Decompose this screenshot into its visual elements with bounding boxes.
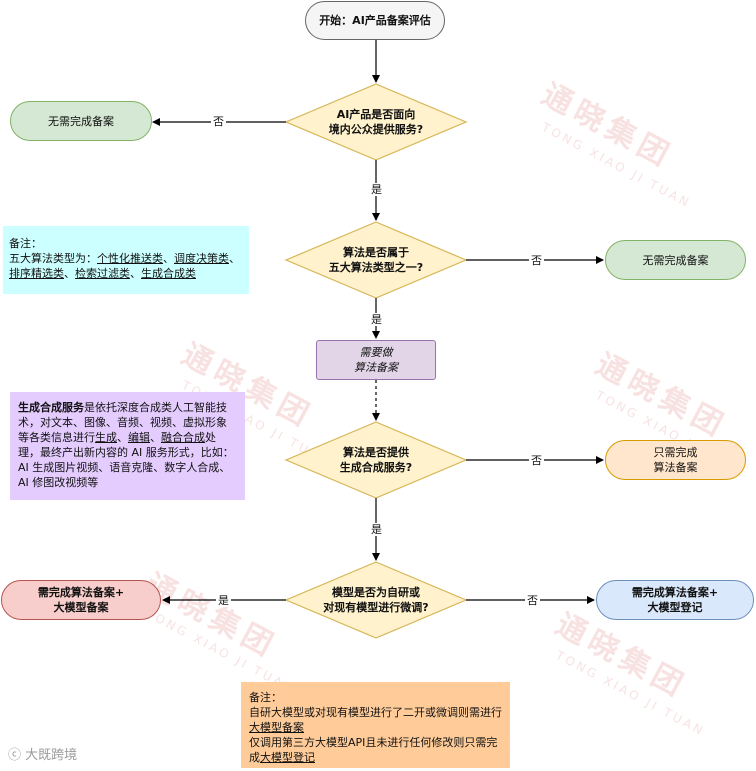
edge-label-q1-yes: 是 bbox=[369, 183, 384, 196]
decision-q4-line1: 模型是否为自研或 bbox=[331, 586, 420, 599]
decision-q4-line2: 对现有模型进行微调? bbox=[323, 601, 429, 614]
algo-type-personalized: 个性化推送类 bbox=[97, 252, 163, 265]
note-model-link1: 大模型备案 bbox=[249, 721, 304, 734]
decision-q1-line2: 境内公众提供服务? bbox=[328, 123, 424, 136]
note-model-line2: 仅调用第三方大模型API且未进行任何修改则只需完成大模型登记 bbox=[249, 735, 502, 765]
decision-q1-line1: AI产品是否面向 bbox=[336, 108, 416, 121]
algo-sep: 、 bbox=[229, 252, 240, 265]
note-generative-k3: 融合合成 bbox=[161, 431, 205, 444]
note-model-filing: 备注： 自研大模型或对现有模型进行了二开或微调则需进行大模型备案 仅调用第三方大… bbox=[241, 682, 510, 768]
decision-q2-line2: 五大算法类型之一? bbox=[328, 261, 424, 274]
footer-logo-icon: ⓒ bbox=[8, 748, 22, 763]
outcome-only-algo-line2: 算法备案 bbox=[653, 461, 698, 474]
note-generative-k1: 生成 bbox=[95, 431, 117, 444]
note-algo-prefix: 五大算法类型为： bbox=[9, 252, 97, 265]
decision-diamond-q4 bbox=[284, 561, 468, 639]
note-generative-sep: 、 bbox=[117, 431, 128, 444]
decision-q3-line1: 算法是否提供 bbox=[342, 446, 409, 459]
edge-label-q3-yes: 是 bbox=[369, 523, 384, 536]
note-algorithm-types-title: 备注： bbox=[9, 237, 42, 250]
note-generative-text-b: 处理，最终产出新内容的 AI 服务形式，比如：AI 生成图片视频、语音克隆、数字… bbox=[18, 431, 234, 489]
algo-type-generative: 生成合成类 bbox=[141, 267, 196, 280]
note-generative-service: 生成合成服务是依托深度合成类人工智能技术，对文本、图像、音频、视频、虚拟形象等各… bbox=[10, 392, 245, 500]
outcome-no-filing-left-label: 无需完成备案 bbox=[48, 114, 114, 128]
edge-label-q4-no: 否 bbox=[525, 594, 540, 607]
note-algorithm-types: 备注： 五大算法类型为：个性化推送类、调度决策类、排序精选类、检索过滤类、生成合… bbox=[3, 226, 249, 294]
decision-q3-text: 算法是否提供生成合成服务? bbox=[306, 442, 446, 478]
algo-type-ranking: 排序精选类 bbox=[9, 267, 64, 280]
note-algorithm-types-body: 五大算法类型为：个性化推送类、调度决策类、排序精选类、检索过滤类、生成合成类 bbox=[9, 251, 243, 281]
algo-type-dispatch: 调度决策类 bbox=[174, 252, 229, 265]
note-generative-term: 生成合成服务 bbox=[18, 401, 84, 414]
decision-q1-text: AI产品是否面向境内公众提供服务? bbox=[306, 104, 446, 140]
algo-filing-node: 需要做算法备案 bbox=[316, 340, 436, 380]
outcome-model-register-line1: 需完成算法备案+ bbox=[631, 586, 719, 599]
note-generative-k2: 编辑 bbox=[128, 431, 150, 444]
decision-q2-line1: 算法是否属于 bbox=[342, 246, 409, 259]
edge-label-q2-yes: 是 bbox=[369, 313, 384, 326]
outcome-no-filing-left: 无需完成备案 bbox=[10, 101, 152, 141]
outcome-no-filing-right: 无需完成备案 bbox=[605, 240, 746, 280]
footer-brand-text: 大既跨境 bbox=[25, 748, 78, 763]
note-model-link2: 大模型登记 bbox=[260, 751, 315, 764]
outcome-only-algo-filing: 只需完成算法备案 bbox=[605, 440, 746, 480]
algo-filing-line2: 算法备案 bbox=[354, 361, 398, 374]
outcome-model-filing-line1: 需完成算法备案+ bbox=[37, 586, 125, 599]
note-model-line1: 自研大模型或对现有模型进行了二开或微调则需进行大模型备案 bbox=[249, 705, 502, 735]
note-generative-sep: 、 bbox=[150, 431, 161, 444]
outcome-model-filing-line2: 大模型备案 bbox=[53, 601, 109, 614]
decision-q2-text: 算法是否属于五大算法类型之一? bbox=[306, 242, 446, 278]
algo-sep: 、 bbox=[64, 267, 75, 280]
footer-brand: ⓒ 大既跨境 bbox=[8, 744, 77, 763]
edge-label-q4-yes: 是 bbox=[216, 594, 231, 607]
edge-label-q2-no: 否 bbox=[529, 254, 544, 267]
decision-q3-line2: 生成合成服务? bbox=[339, 461, 413, 474]
decision-q4-text: 模型是否为自研或对现有模型进行微调? bbox=[306, 582, 446, 618]
outcome-algo-plus-model-filing: 需完成算法备案+ 大模型备案 bbox=[1, 580, 161, 620]
note-model-title: 备注： bbox=[249, 691, 282, 704]
note-model-line1-text: 自研大模型或对现有模型进行了二开或微调则需进行 bbox=[249, 706, 502, 719]
algo-filing-line1: 需要做 bbox=[359, 346, 393, 359]
algo-sep: 、 bbox=[163, 252, 174, 265]
start-node: 开始：AI产品备案评估 bbox=[305, 1, 445, 40]
note-model-line2-text: 仅调用第三方大模型API且未进行任何修改则只需完成 bbox=[249, 736, 498, 764]
edge-label-q3-no: 否 bbox=[529, 454, 544, 467]
algo-type-retrieval: 检索过滤类 bbox=[75, 267, 130, 280]
outcome-algo-plus-model-register: 需完成算法备案+ 大模型登记 bbox=[596, 580, 754, 620]
algo-sep: 、 bbox=[130, 267, 141, 280]
outcome-model-register-line2: 大模型登记 bbox=[647, 601, 703, 614]
note-generative-text-a: 是依托深度合成类人工智能技术，对文本、图像、音频、视频、虚拟形象等各类信息进行 bbox=[18, 401, 227, 444]
start-node-label: 开始：AI产品备案评估 bbox=[319, 14, 431, 27]
outcome-only-algo-line1: 只需完成 bbox=[653, 446, 698, 459]
edge-label-q1-no: 否 bbox=[211, 115, 226, 128]
outcome-no-filing-right-label: 无需完成备案 bbox=[642, 253, 709, 267]
